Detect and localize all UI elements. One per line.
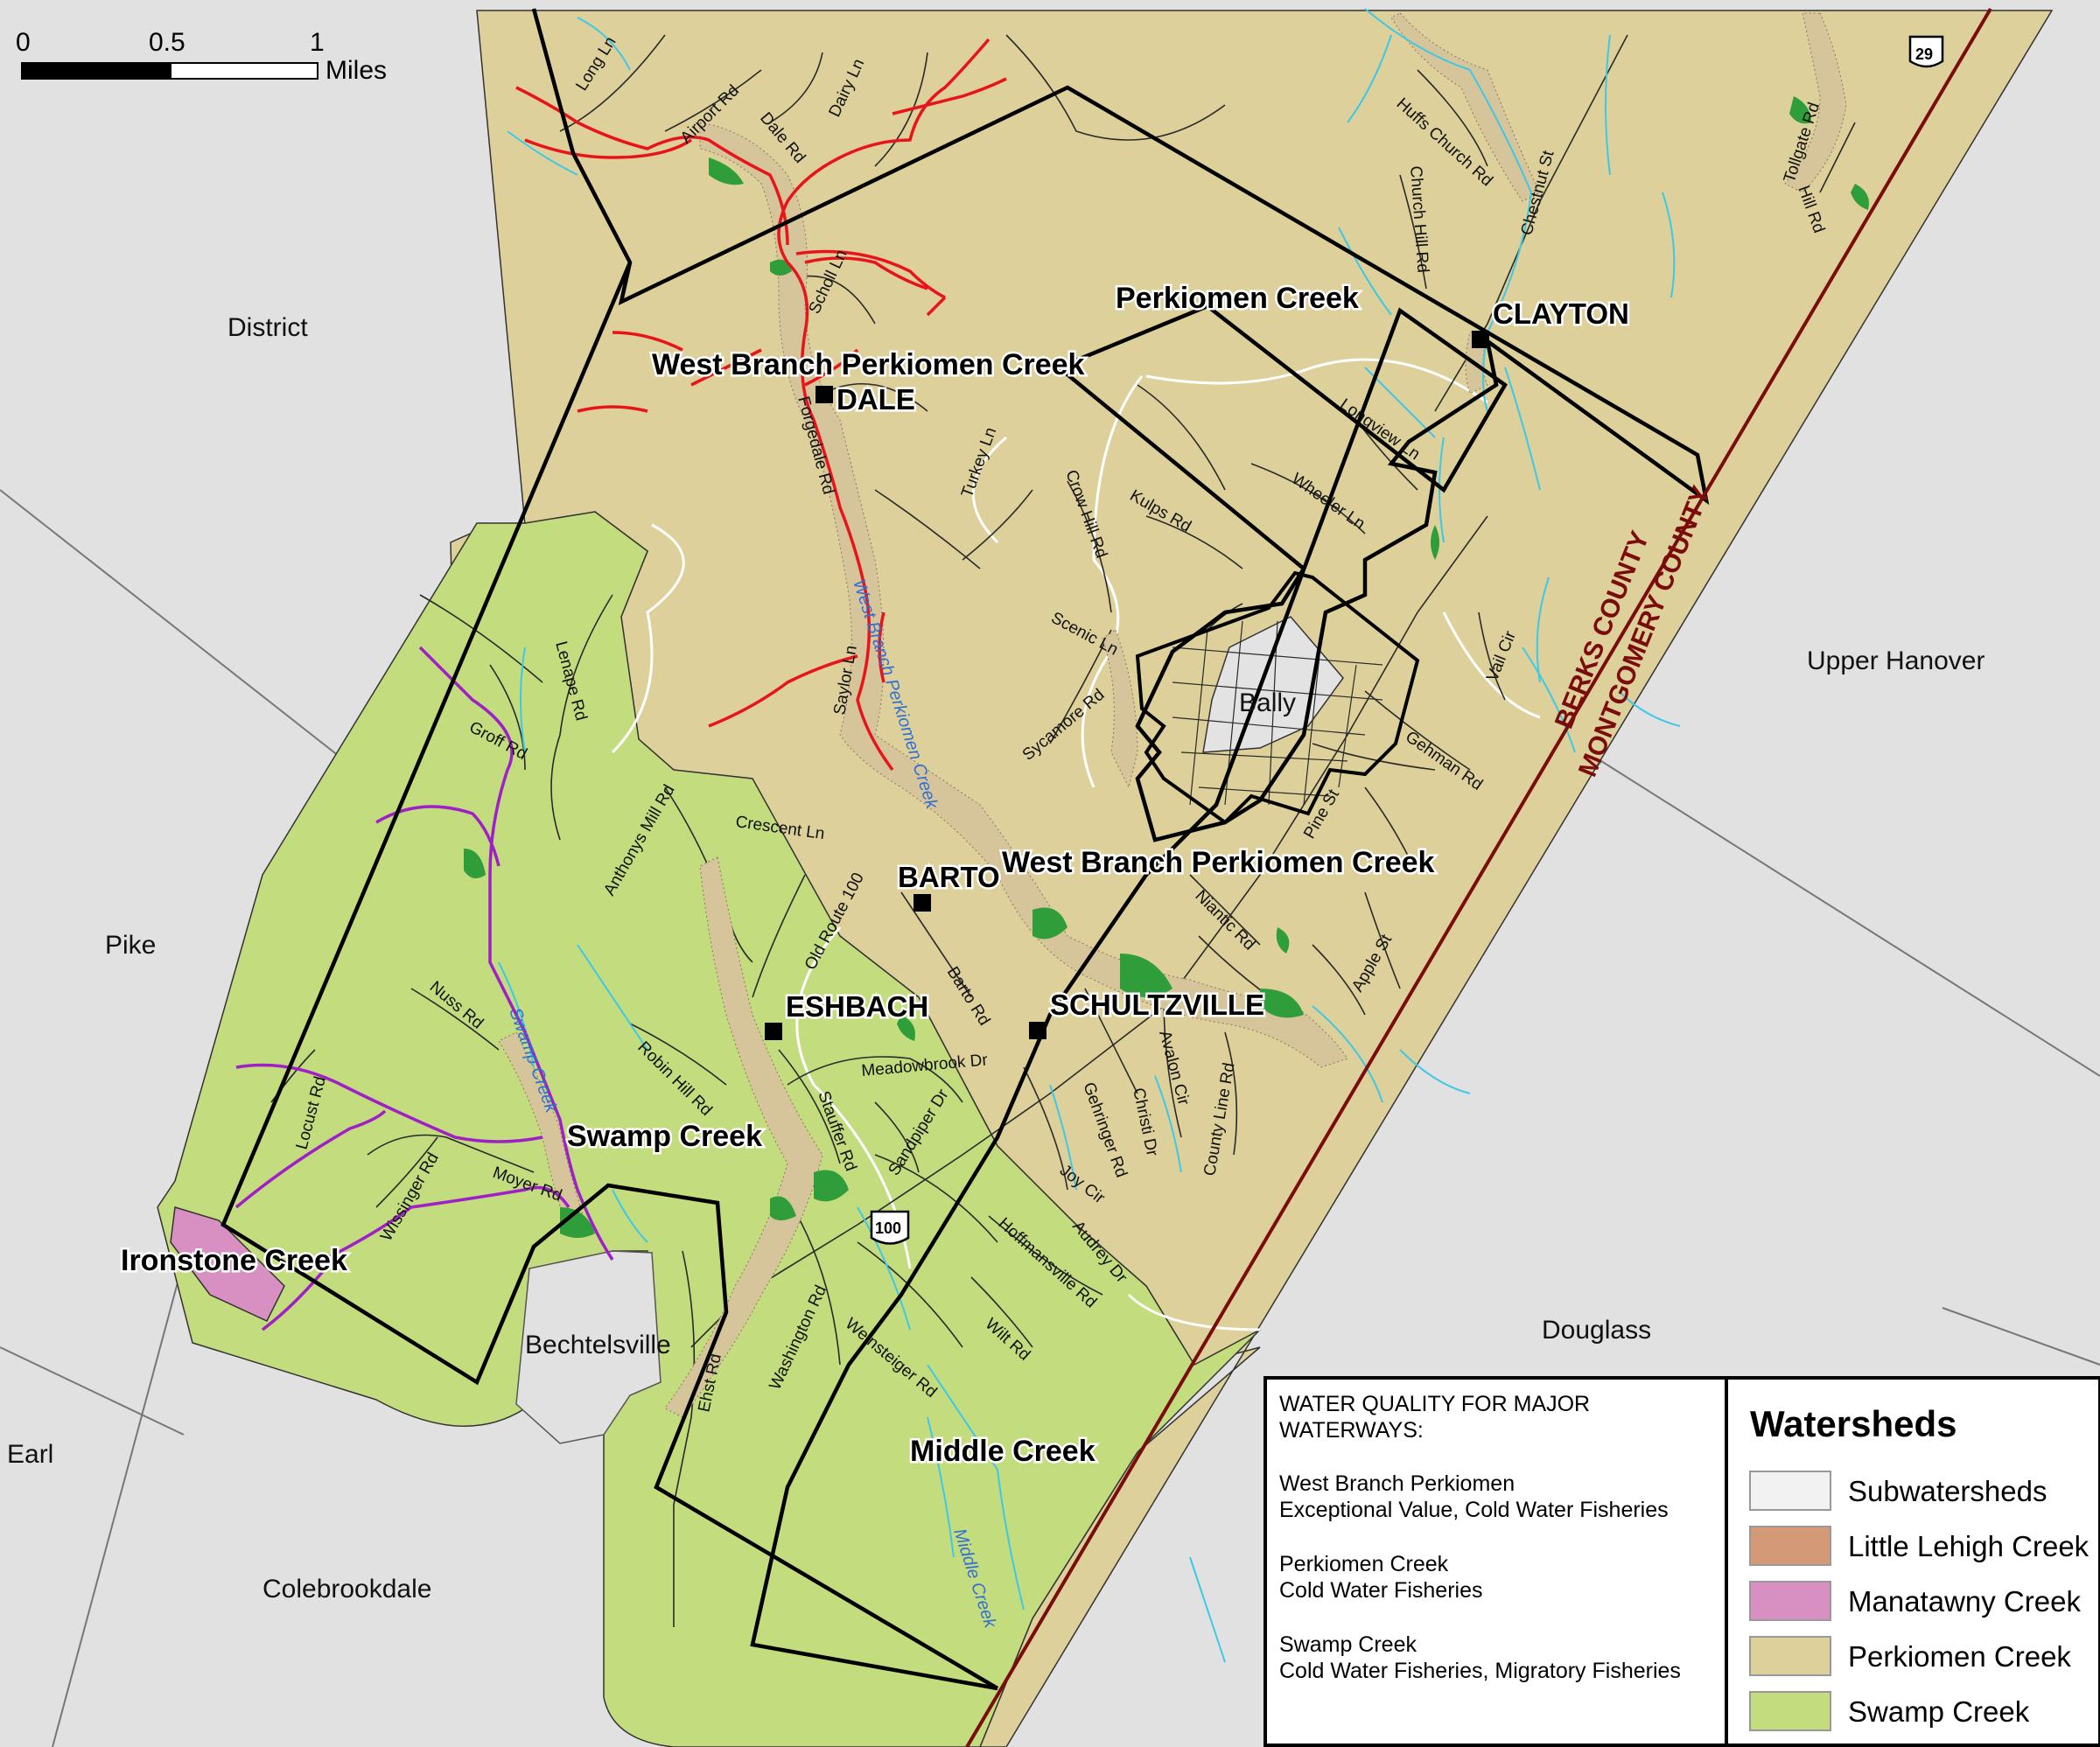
county-line	[965, 7, 1992, 1747]
township-label-colebrookdale: Colebrookdale	[262, 1575, 431, 1604]
legend-title: Watersheds	[1750, 1403, 1957, 1444]
water-quality-entry-name: Swamp Creek	[1279, 1632, 1417, 1657]
legend-item-label: Perkiomen Creek	[1848, 1640, 2071, 1673]
migratory-fishery-streams	[234, 646, 614, 1331]
legend-swatch	[1749, 1471, 1831, 1511]
water-label-west-branch-south: West Branch Perkiomen Creek	[1002, 846, 1435, 879]
bechtelsville-borough-area	[515, 1250, 662, 1444]
village-marker-dale	[816, 386, 833, 403]
scale-unit: Miles	[326, 56, 387, 85]
scale-tick-1: 1	[310, 28, 325, 57]
route-shield-29: 29	[1908, 35, 1944, 68]
township-outer-boundary	[220, 262, 999, 1690]
village-marker-clayton	[1472, 331, 1489, 348]
village-label-barto: BARTO	[898, 861, 1000, 893]
water-label-perkiomen-creek: Perkiomen Creek	[1116, 282, 1359, 315]
village-marker-eshbach	[765, 1023, 782, 1040]
water-quality-entry-name: West Branch Perkiomen	[1279, 1471, 1515, 1496]
legend-item-label: Little Lehigh Creek	[1848, 1530, 2090, 1562]
township-label-pike: Pike	[105, 931, 156, 960]
water-quality-title-line1: WATER QUALITY FOR MAJOR	[1279, 1392, 1590, 1416]
legend-item-label: Manatawny Creek	[1848, 1585, 2081, 1618]
legend-swatch	[1749, 1691, 1831, 1731]
village-label-schultzville: SCHULTZVILLE	[1050, 989, 1264, 1021]
exceptional-value-streams	[515, 38, 1007, 772]
route-shield-number: 29	[1915, 45, 1933, 63]
water-quality-entry-name: Perkiomen Creek	[1279, 1552, 1449, 1576]
manatawny-watershed-area	[170, 1206, 285, 1322]
village-marker-barto	[914, 894, 931, 912]
township-boundary-line	[531, 8, 1710, 1691]
legend-swatch	[1749, 1581, 1831, 1621]
township-label-upper-hanover: Upper Hanover	[1807, 646, 1984, 675]
legend-swatch	[1749, 1636, 1831, 1676]
route-shield-number: 100	[875, 1219, 901, 1237]
bally-borough-boundary	[1135, 570, 1420, 825]
water-label-middle-creek: Middle Creek	[910, 1435, 1096, 1468]
water-label-swamp-creek: Swamp Creek	[567, 1120, 762, 1153]
borough-label-bally: Bally	[1239, 688, 1296, 717]
subwatershed-divides	[611, 358, 1541, 1331]
scale-bar-segment-dark	[21, 62, 172, 80]
water-quality-box-frame	[1264, 1376, 1728, 1747]
legend-swatch	[1749, 1526, 1831, 1566]
scale-bar: 0 0.5 1 Miles	[16, 28, 387, 85]
route-shield-100: 100	[870, 1210, 910, 1245]
water-quality-title-line2: WATERWAYS:	[1279, 1418, 1424, 1443]
township-label-earl: Earl	[7, 1440, 53, 1469]
village-marker-schultzville	[1029, 1022, 1046, 1039]
village-label-clayton: CLAYTON	[1493, 297, 1629, 330]
water-quality-entry-designation: Exceptional Value, Cold Water Fisheries	[1279, 1498, 1669, 1522]
village-label-eshbach: ESHBACH	[786, 990, 928, 1023]
scale-bar-segment-light	[170, 62, 318, 80]
scale-tick-half: 0.5	[149, 28, 186, 57]
water-label-west-branch-north: West Branch Perkiomen Creek	[652, 348, 1085, 381]
water-quality-box: WATER QUALITY FOR MAJOR WATERWAYS: West …	[1264, 1376, 1728, 1747]
township-label-district: District	[228, 313, 308, 342]
water-label-ironstone-creek: Ironstone Creek	[121, 1244, 347, 1277]
wetland-patches	[464, 96, 1869, 1238]
legend-item-label: Swamp Creek	[1848, 1695, 2030, 1728]
scale-tick-0: 0	[16, 28, 31, 57]
township-label-douglass: Douglass	[1542, 1316, 1651, 1345]
water-quality-entry-designation: Cold Water Fisheries	[1279, 1578, 1482, 1603]
route-shield-icon	[1908, 35, 1944, 68]
village-label-dale: DALE	[836, 383, 915, 416]
stream-network	[498, 8, 1681, 1663]
legend-item-label: Subwatersheds	[1848, 1475, 2047, 1507]
village-markers	[765, 331, 1489, 1040]
borough-label-bechtelsville: Bechtelsville	[525, 1331, 671, 1359]
route-shield-icon	[870, 1210, 910, 1245]
water-quality-entry-designation: Cold Water Fisheries, Migratory Fisherie…	[1279, 1659, 1681, 1683]
